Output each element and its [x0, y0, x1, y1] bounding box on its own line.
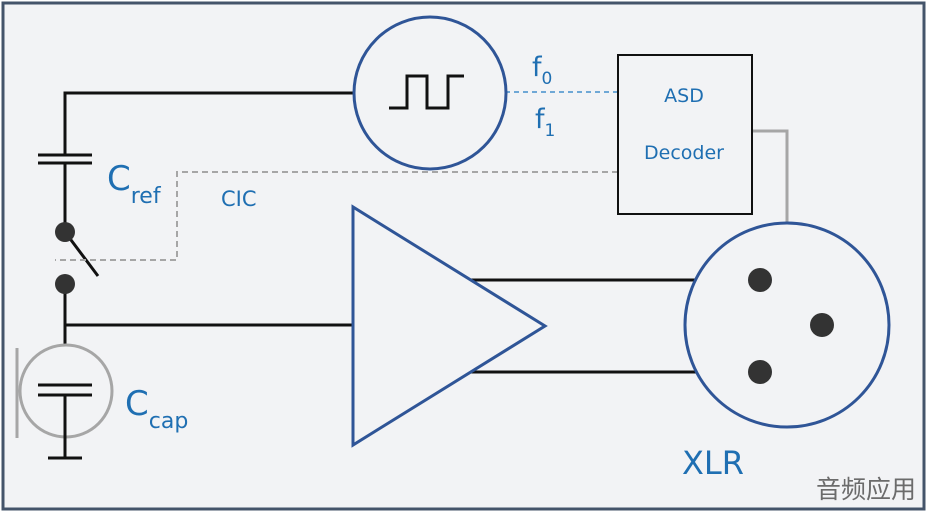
oscillator-circle [352, 15, 508, 171]
f0-label: f0 [532, 52, 552, 89]
xlr-label: XLR [682, 444, 744, 482]
f1-label: f1 [535, 104, 555, 141]
amplifier-triangle [351, 204, 548, 448]
cic-label: CIC [221, 187, 257, 211]
cref-capacitor-symbol [38, 153, 92, 165]
cic-control-line [55, 171, 618, 261]
square-wave-icon [389, 74, 464, 110]
ccap-capacitor-symbol [38, 383, 92, 460]
wire-osc-to-cref [63, 91, 354, 155]
xlr-pin-2 [810, 313, 834, 337]
xlr-connector-circle [683, 221, 891, 429]
decoder-label: Decoder [644, 142, 724, 164]
xlr-pin-3 [748, 360, 772, 384]
asd-decoder-box [617, 54, 753, 215]
decoder-to-xlr-line [752, 129, 789, 226]
cref-label: Cref [107, 159, 162, 209]
switch-contact-bottom [55, 274, 75, 294]
xlr-pin-1 [748, 268, 772, 292]
ccap-label: Ccap [125, 384, 188, 434]
watermark: 音频应用 [816, 475, 916, 504]
asd-label: ASD [664, 85, 704, 107]
switch-contact-top [55, 222, 75, 242]
